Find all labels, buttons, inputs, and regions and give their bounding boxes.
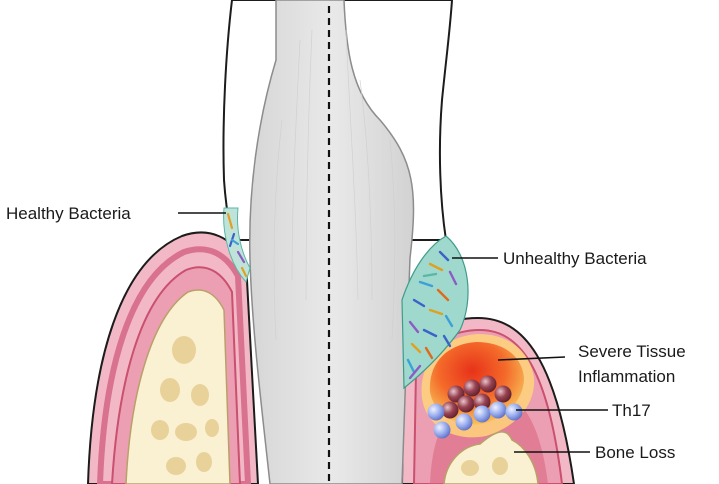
unhealthy-bacteria-label: Unhealthy Bacteria	[503, 249, 647, 268]
th17-label: Th17	[612, 401, 651, 420]
severe-tissue-label-line2: Inflammation	[578, 367, 675, 386]
bone-loss-label: Bone Loss	[595, 443, 675, 462]
severe-tissue-label-line1: Severe Tissue	[578, 342, 686, 361]
healthy-bacteria-label: Healthy Bacteria	[6, 204, 131, 223]
